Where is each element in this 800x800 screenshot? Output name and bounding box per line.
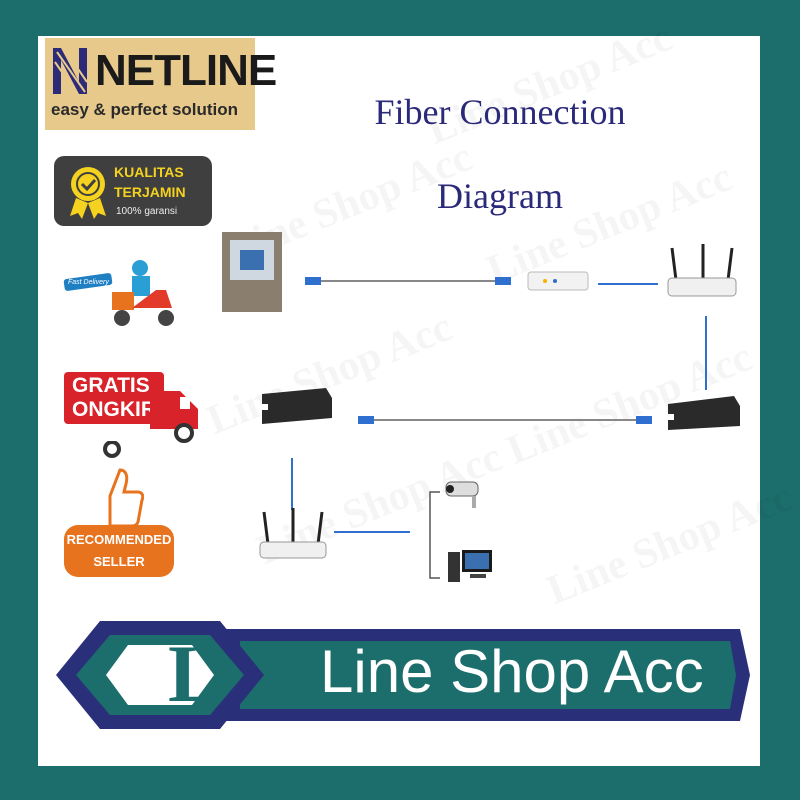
odp-box: [222, 232, 282, 312]
recommended-seller-badge: RECOMMENDED SELLER: [64, 525, 174, 577]
title-line-2: Diagram: [437, 176, 563, 216]
delivery-label: Fast Delivery: [68, 279, 109, 286]
title-line-1: Fiber Connection: [374, 92, 626, 132]
diagram-title: Fiber Connection Diagram: [330, 70, 670, 238]
truck-icon: [150, 391, 198, 443]
fast-delivery-badge: Fast Delivery: [62, 258, 182, 335]
media-converter-2: [262, 388, 332, 424]
free-shipping-badge: GRATIS ONGKIR: [64, 372, 164, 424]
wifi-router-2: [259, 508, 327, 559]
shipping-line-2: ONGKIR: [72, 398, 156, 421]
ont-modem: [527, 271, 589, 291]
fiber-diagram: [222, 232, 740, 582]
recommended-line-2: SELLER: [93, 554, 145, 569]
shop-banner: L Line Shop Acc: [50, 615, 750, 735]
delivery-scooter-icon: [63, 260, 174, 326]
shop-name: Line Shop Acc: [320, 638, 704, 705]
patch-cord-1: [305, 277, 511, 285]
quality-line-3: 100% garansi: [116, 206, 178, 217]
shop-initial-logo: L: [168, 628, 223, 719]
medal-icon: [70, 167, 106, 219]
shipping-line-1: GRATIS: [72, 374, 150, 397]
netline-mark-icon: [53, 48, 88, 95]
quality-line-1: KUALITAS: [114, 164, 184, 180]
quality-line-2: TERJAMIN: [114, 184, 186, 200]
branch-line: [429, 491, 440, 579]
brand-name: NETLINE: [95, 46, 277, 95]
netline-logo: NETLINE easy & perfect solution: [45, 38, 277, 130]
brand-tagline: easy & perfect solution: [51, 100, 239, 119]
banner-shape: [56, 621, 750, 729]
wheel-icon: [103, 441, 121, 458]
recommended-line-1: RECOMMENDED: [66, 532, 172, 547]
wifi-router-1: [667, 244, 737, 297]
patch-cord-2: [358, 416, 652, 424]
quality-badge: KUALITAS TERJAMIN 100% garansi: [54, 156, 212, 226]
media-converter-1: [668, 396, 740, 430]
desktop-computer-icon: [448, 550, 492, 582]
cctv-camera-icon: [445, 481, 479, 508]
